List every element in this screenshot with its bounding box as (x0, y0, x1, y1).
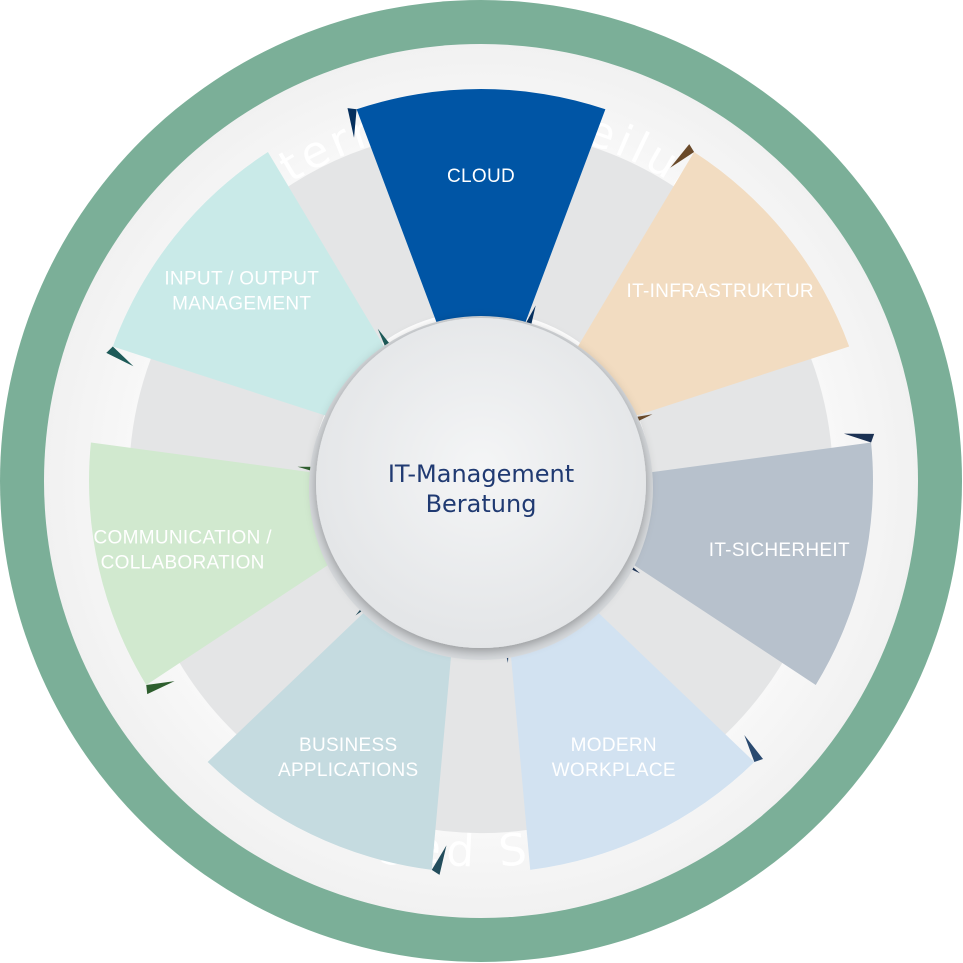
segment-label: BUSINESS (299, 735, 398, 756)
center-line-2: Beratung (426, 490, 537, 518)
segment-body (574, 151, 850, 419)
center-hub (316, 318, 646, 648)
segment-label: WORKPLACE (552, 760, 676, 781)
segment-fold-tab (146, 681, 175, 695)
segment-label: APPLICATIONS (278, 760, 419, 781)
segment-fold-tab (670, 144, 695, 168)
segment-group: CLOUD IT-INFRASTRUKTUR IT-SICHERHEIT MODERN… (88, 88, 875, 875)
segment-body (207, 601, 453, 870)
segment-fold-tab (431, 845, 447, 875)
separator-wedge (129, 333, 327, 479)
segment-business-applications: BUSINESS APPLICATIONS (207, 595, 453, 875)
segment-modern-workplace: MODERN WORKPLACE (502, 601, 764, 870)
segment-it-infrastruktur: IT-INFRASTRUKTUR (574, 144, 850, 426)
segment-label: MANAGEMENT (172, 294, 311, 315)
segment-cloud: CLOUD (347, 88, 606, 331)
segment-label: MODERN (571, 735, 657, 756)
segment-label: COMMUNICATION / (94, 528, 273, 549)
segment-fold-tab (106, 346, 134, 367)
separator-wedge (166, 557, 374, 753)
segment-fold-tab (347, 108, 357, 138)
segment-fold-tab (843, 433, 875, 443)
separator-wedge (588, 557, 796, 753)
segment-label: IT-SICHERHEIT (709, 540, 850, 561)
separator-wedge (635, 333, 833, 479)
segment-body (621, 442, 873, 685)
segment-input-output-management: INPUT / OUTPUT MANAGEMENT (106, 151, 394, 419)
segment-label: CLOUD (447, 166, 515, 187)
segment-label: COLLABORATION (101, 553, 265, 574)
segment-communication-collaboration: COMMUNICATION / COLLABORATION (88, 442, 341, 695)
segment-label: IT-INFRASTRUKTUR (627, 281, 814, 302)
segment-label: INPUT / OUTPUT (164, 269, 319, 290)
segment-body (356, 88, 606, 327)
center-line-1: IT-Management (388, 460, 574, 488)
segment-fold-tab (744, 735, 764, 762)
segment-body (88, 442, 341, 685)
segment-body (112, 151, 388, 419)
segment-body (509, 601, 755, 870)
